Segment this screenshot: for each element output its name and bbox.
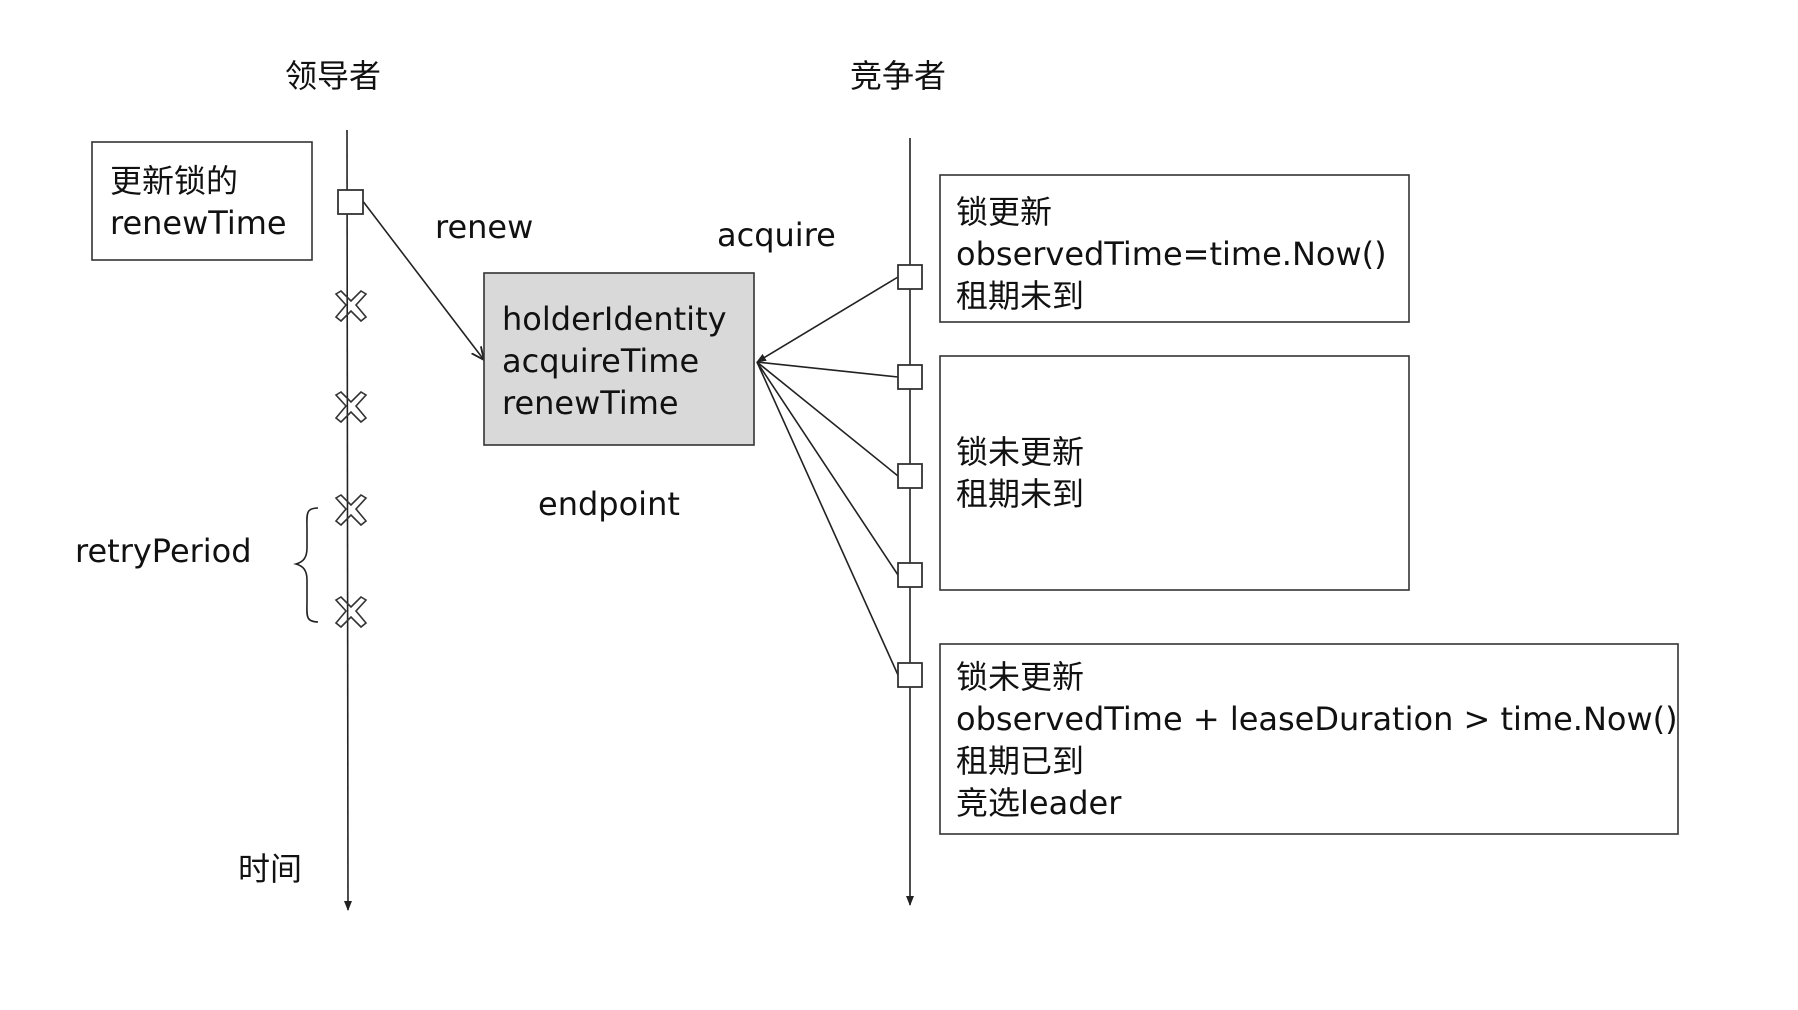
competitor-title: 竞争者 <box>850 57 946 95</box>
renew-square <box>337 189 364 215</box>
case1-line-2: observedTime=time.Now() <box>956 235 1387 273</box>
case-box-1 <box>939 174 1410 323</box>
case3-line-1: 锁未更新 <box>956 658 1084 696</box>
acquire-lines <box>756 276 899 676</box>
case3-line-3: 租期已到 <box>956 742 1084 780</box>
time-label: 时间 <box>238 850 302 888</box>
acquire-line-5 <box>756 361 899 676</box>
acquire-label: acquire <box>717 216 836 254</box>
endpoint-box <box>483 272 755 446</box>
failed-attempt-1 <box>334 289 368 323</box>
acquire-square-2 <box>897 364 923 390</box>
case2-line-1: 锁未更新 <box>956 433 1084 471</box>
acquire-line-2 <box>756 361 899 378</box>
case-box-3 <box>939 643 1679 835</box>
endpoint-field-2: acquireTime <box>502 342 699 380</box>
leader-note-line-1: 更新锁的 <box>110 162 238 200</box>
failed-attempt-2 <box>334 390 368 424</box>
case3-line-4: 竞选leader <box>956 784 1122 822</box>
endpoint-field-3: renewTime <box>502 384 679 422</box>
renew-label: renew <box>435 208 533 246</box>
renew-arrow <box>361 199 484 360</box>
acquire-line-1 <box>756 276 899 363</box>
case3-line-2: observedTime + leaseDuration > time.Now(… <box>956 700 1678 738</box>
acquire-square-1 <box>897 264 923 290</box>
endpoint-label: endpoint <box>538 485 680 523</box>
endpoint-field-1: holderIdentity <box>502 300 727 338</box>
acquire-line-3 <box>756 361 899 477</box>
leader-title: 领导者 <box>285 57 381 95</box>
acquire-line-4 <box>756 361 899 576</box>
acquire-square-3 <box>897 463 923 489</box>
leader-timeline <box>343 129 352 911</box>
leader-note-line-2: renewTime <box>110 204 287 242</box>
acquire-square-5 <box>897 662 923 688</box>
retry-period-brace <box>293 507 319 623</box>
leader-note-box <box>91 141 313 261</box>
case1-line-3: 租期未到 <box>956 277 1084 315</box>
case1-line-1: 锁更新 <box>956 193 1052 231</box>
case-box-2 <box>939 355 1410 591</box>
failed-attempt-4 <box>334 595 368 629</box>
retry-period-label: retryPeriod <box>75 532 252 570</box>
failed-attempt-3 <box>334 493 368 527</box>
case2-line-2: 租期未到 <box>956 475 1084 513</box>
acquire-square-4 <box>897 562 923 588</box>
